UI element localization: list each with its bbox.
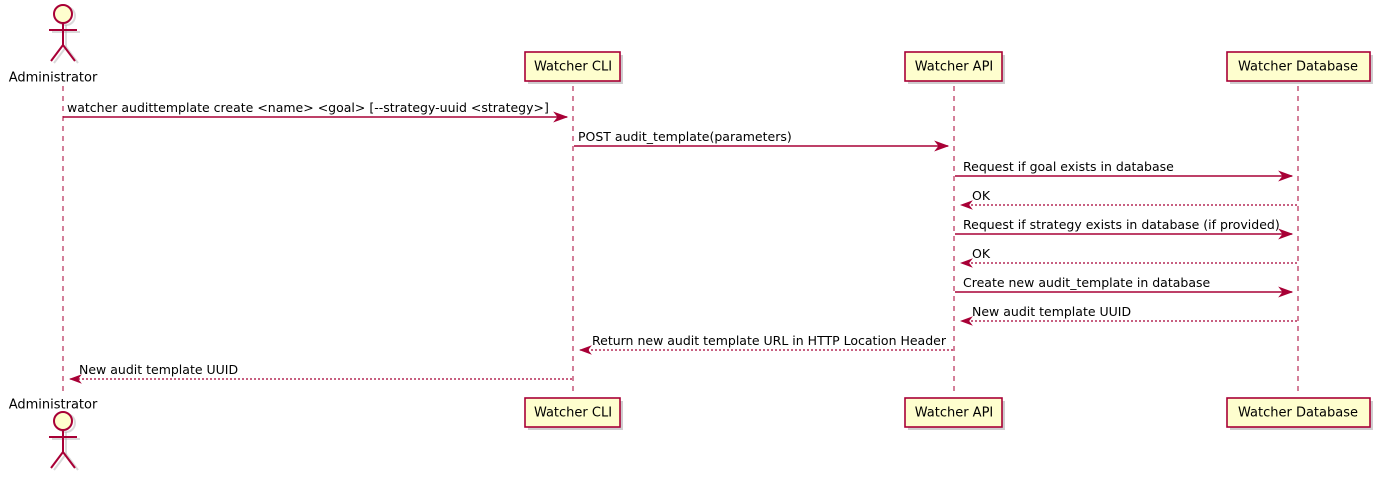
message-label-3: Request if goal exists in database (963, 159, 1174, 174)
participant-label-watcher-cli-top: Watcher CLI (534, 60, 612, 75)
participant-watcher-database-bottom[interactable]: Watcher Database (1226, 397, 1373, 430)
participant-label-watcher-api-bottom: Watcher API (915, 406, 994, 421)
participant-box-watcher-cli-top[interactable] (524, 51, 621, 82)
message-7[interactable]: Create new audit_template in database (955, 275, 1294, 298)
actor-leg-right-icon (62, 44, 76, 62)
participant-label-watcher-database-bottom: Watcher Database (1238, 406, 1358, 421)
actor-head-icon (53, 411, 73, 431)
message-5[interactable]: Request if strategy exists in database (… (955, 217, 1294, 240)
participant-label-watcher-cli-bottom: Watcher CLI (534, 406, 612, 421)
actor-leg-right-icon (62, 451, 76, 469)
message-9[interactable]: Return new audit template URL in HTTP Lo… (578, 333, 953, 355)
participant-label-watcher-api-top: Watcher API (915, 60, 994, 75)
message-label-6: OK (972, 246, 991, 261)
message-label-4: OK (972, 188, 991, 203)
actor-shadow-top (52, 6, 80, 64)
actor-leg-left-icon (50, 451, 64, 469)
actor-administrator-top[interactable]: Administrator (9, 4, 98, 86)
participant-box-watcher-cli-bottom[interactable] (524, 397, 621, 428)
lifelines (62, 86, 1299, 394)
participant-box-watcher-database-bottom[interactable] (1226, 397, 1371, 428)
participant-watcher-api-top[interactable]: Watcher API (904, 51, 1005, 84)
message-10[interactable]: New audit template UUID (68, 362, 572, 384)
actor-administrator-bottom[interactable]: Administrator (9, 398, 98, 471)
message-8[interactable]: New audit template UUID (959, 304, 1297, 326)
message-label-8: New audit template UUID (972, 304, 1131, 319)
participant-watcher-api-bottom[interactable]: Watcher API (904, 397, 1005, 430)
message-label-7: Create new audit_template in database (963, 275, 1210, 290)
message-2[interactable]: POST audit_template(parameters) (574, 129, 950, 152)
message-6[interactable]: OK (959, 246, 1297, 268)
message-label-1: watcher audittemplate create <name> <goa… (67, 100, 549, 115)
message-label-10: New audit template UUID (79, 362, 238, 377)
participant-watcher-cli-top[interactable]: Watcher CLI (524, 51, 623, 84)
participant-watcher-database-top[interactable]: Watcher Database (1226, 51, 1373, 84)
actor-leg-left-icon (50, 44, 64, 62)
participant-box-watcher-api-bottom[interactable] (904, 397, 1003, 428)
actor-head-icon (53, 4, 73, 24)
actor-label-administrator-top: Administrator (9, 71, 98, 86)
message-label-9: Return new audit template URL in HTTP Lo… (592, 333, 947, 348)
actor-label-administrator-bottom: Administrator (9, 398, 98, 413)
message-label-2: POST audit_template(parameters) (578, 129, 792, 144)
participant-watcher-cli-bottom[interactable]: Watcher CLI (524, 397, 623, 430)
participant-box-watcher-api-top[interactable] (904, 51, 1003, 82)
message-4[interactable]: OK (959, 188, 1297, 210)
participant-box-watcher-database-top[interactable] (1226, 51, 1371, 82)
participant-label-watcher-database-top: Watcher Database (1238, 60, 1358, 75)
message-1[interactable]: watcher audittemplate create <name> <goa… (63, 100, 569, 123)
message-3[interactable]: Request if goal exists in database (955, 159, 1294, 182)
message-label-5: Request if strategy exists in database (… (963, 217, 1280, 232)
